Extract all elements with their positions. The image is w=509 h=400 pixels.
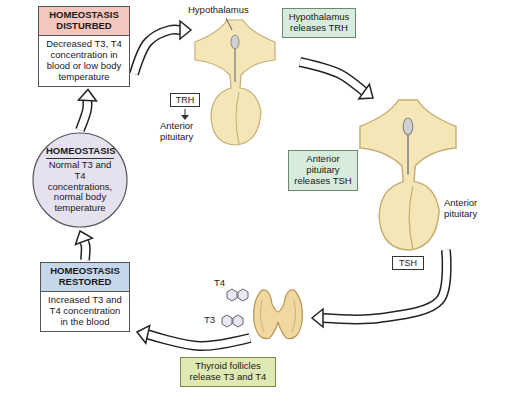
hypothalamus-pituitary	[195, 20, 275, 145]
node-heading: HOMEOSTASIS	[46, 145, 114, 159]
node-text: Increased T3 and T4 concentration in the…	[41, 292, 129, 331]
node-text: Decreased T3, T4 concentration in blood …	[39, 36, 129, 86]
node-text: Anterior pituitary releases TSH	[289, 151, 357, 190]
node-text: Thyroid follicles release T3 and T4	[181, 358, 275, 386]
part-label: Anterior pituitary	[444, 198, 504, 220]
hormone-tag: TRH	[170, 93, 200, 107]
hypothalamus-pituitary	[360, 100, 456, 250]
hormone-tag: TSH	[392, 256, 424, 270]
step-box: Hypothalamus releases TRH	[282, 8, 356, 38]
arrow-outline	[323, 250, 447, 319]
arrow-outline	[80, 101, 87, 130]
node-text: TSH	[393, 257, 423, 269]
cycle-arrow	[137, 326, 250, 346]
arrowhead	[181, 115, 189, 120]
arrow-outline	[148, 334, 250, 346]
node-text: Normal T3 and T4 concentrations, normal …	[43, 159, 117, 216]
arrow-body	[148, 334, 250, 346]
part-label: Anterior pituitary	[160, 121, 208, 143]
cycle-arrow	[312, 250, 447, 327]
arrowhead	[359, 84, 373, 99]
arrow-body	[84, 241, 86, 260]
cycle-arrow	[134, 21, 191, 74]
cycle-arrow	[75, 231, 92, 260]
leader-line	[185, 109, 186, 116]
arrowhead	[180, 21, 191, 39]
arrow-body	[80, 101, 87, 130]
part-label: Hypothalamus	[188, 5, 260, 16]
leader-line	[226, 18, 232, 30]
cycle-arrow	[300, 62, 373, 99]
hormone-molecule	[222, 289, 248, 327]
arrowhead	[78, 90, 96, 101]
arrowhead	[75, 231, 92, 244]
hormone-label: T4	[214, 278, 232, 289]
node-heading: HOMEOSTASIS DISTURBED	[39, 7, 129, 36]
node-text: TRH	[171, 94, 199, 106]
thyroid-gland	[254, 290, 303, 339]
arrow-outline	[84, 241, 86, 260]
node-heading: HOMEOSTASIS RESTORED	[41, 263, 129, 292]
arrow-body	[134, 30, 180, 74]
hormone-label: T3	[204, 315, 222, 326]
arrowhead	[137, 326, 150, 344]
arrow-body	[323, 250, 447, 319]
node-text: Hypothalamus releases TRH	[283, 9, 355, 37]
status-box: HOMEOSTASIS RESTOREDIncreased T3 and T4 …	[40, 262, 130, 332]
step-box: Thyroid follicles release T3 and T4	[180, 357, 276, 387]
homeostasis-circle: HOMEOSTASISNormal T3 and T4 concentratio…	[32, 132, 128, 228]
arrow-outline	[134, 30, 180, 74]
cycle-arrow	[78, 90, 96, 130]
circle-shape	[33, 133, 127, 227]
arrow-outline	[300, 62, 364, 92]
arrow-body	[300, 62, 364, 92]
step-box: Anterior pituitary releases TSH	[288, 150, 358, 191]
status-box: HOMEOSTASIS DISTURBEDDecreased T3, T4 co…	[38, 6, 130, 87]
arrowhead	[312, 309, 323, 327]
